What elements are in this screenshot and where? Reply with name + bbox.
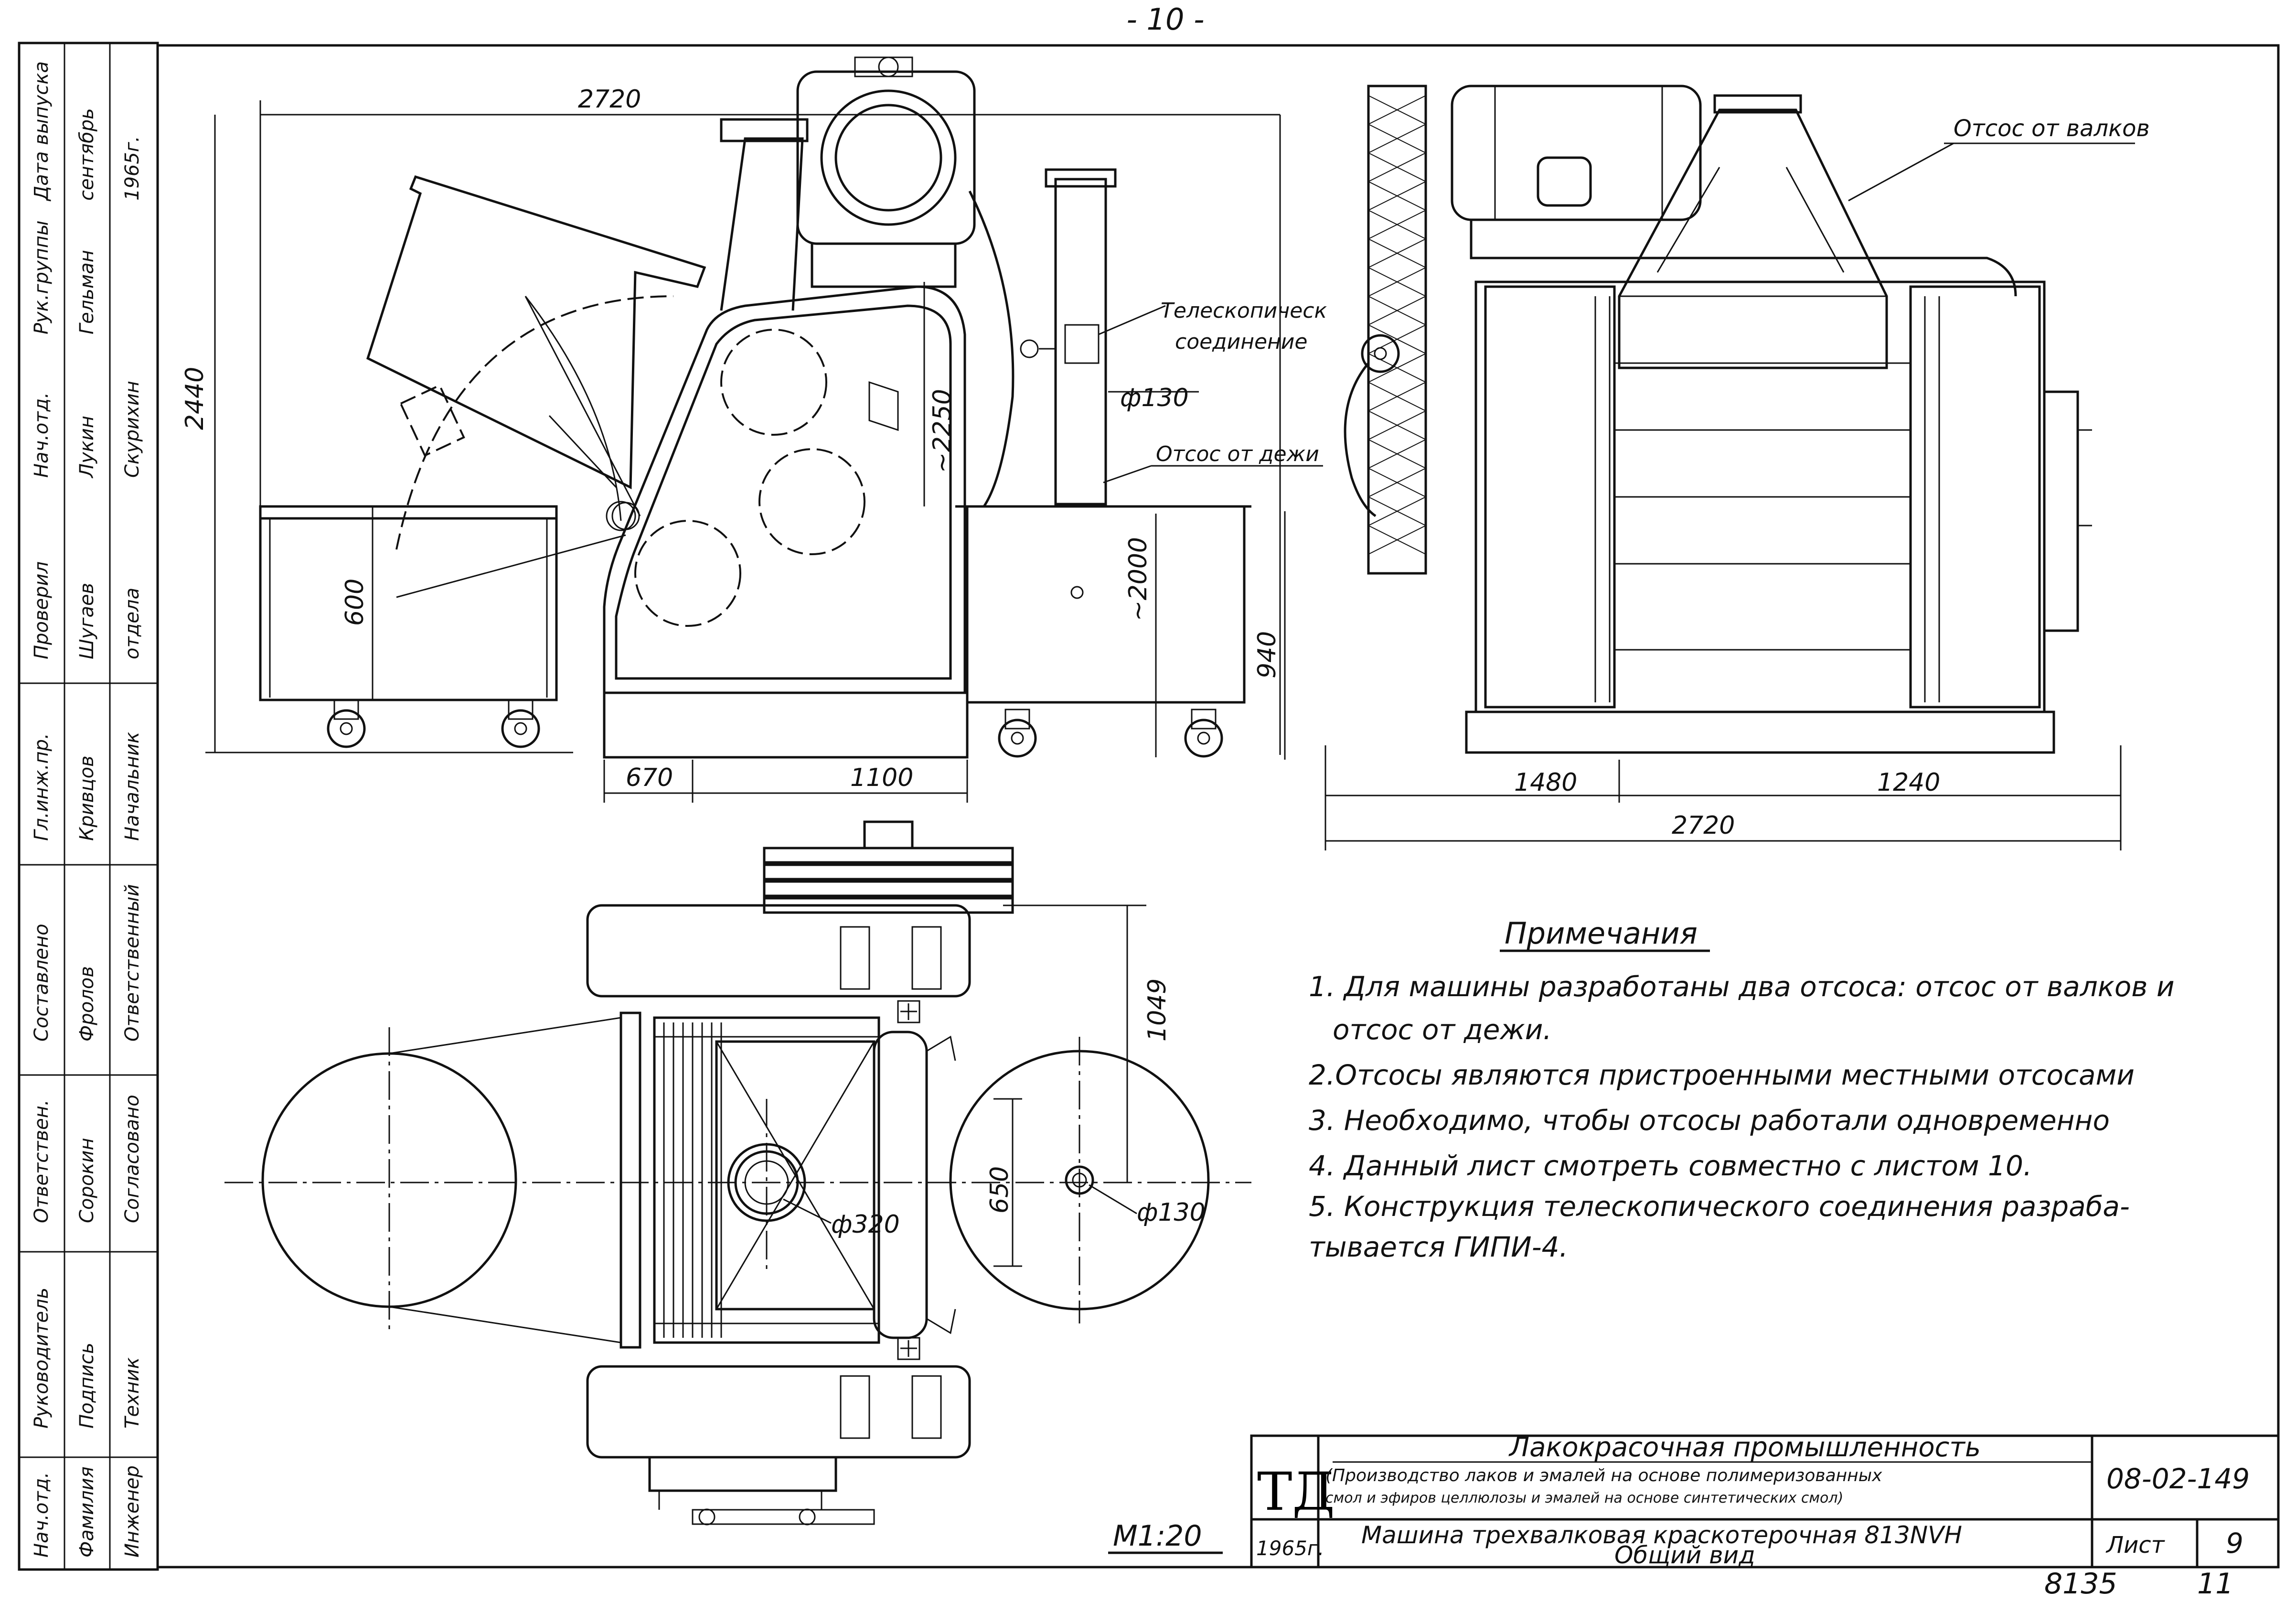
archive-number: 8135: [2044, 1567, 2117, 1601]
sidebar-cell: Нач.отд.: [31, 1472, 53, 1558]
sidebar-cell: Рук.группы: [31, 220, 53, 334]
dim-height: 2440: [181, 367, 209, 430]
label-telescopic-1: Телескопическ: [1161, 299, 1327, 323]
dim-hood-diameter: ф320: [831, 1210, 900, 1239]
sidebar-cell: Техник: [121, 1357, 143, 1429]
page-number: - 10 -: [1126, 2, 1204, 37]
dim-front-total: 2720: [1672, 811, 1735, 840]
note-line: 4. Данный лист смотреть совместно с лист…: [1309, 1150, 2032, 1182]
scale-label: М1:20: [1113, 1519, 1202, 1553]
note-line: отсос от дежи.: [1333, 1013, 1552, 1046]
sidebar-cell: Составлено: [31, 924, 53, 1042]
note-line: 3. Необходимо, чтобы отсосы работали одн…: [1309, 1104, 2110, 1137]
machine-base: [603, 691, 969, 759]
plus-marks: [897, 1000, 920, 1360]
sidebar-cell: Ответствен.: [31, 1099, 53, 1223]
sheet-number: 9: [2226, 1527, 2243, 1559]
sidebar-cell: Кривцов: [76, 755, 98, 841]
dim-overall-length: 2720: [578, 85, 641, 114]
sidebar-cell: отдела: [121, 588, 143, 659]
sidebar-cell: 1965г.: [121, 136, 143, 201]
sidebar-cell: Проверил: [31, 561, 53, 659]
roll: [758, 448, 865, 555]
title-line-3: смол и эфиров целлюлозы и эмалей на осно…: [1325, 1490, 1843, 1506]
sheet-label: Лист: [2105, 1532, 2166, 1559]
dim-pipe-diameter: ф130: [1120, 384, 1189, 412]
dim-tank-height: 600: [341, 579, 369, 626]
brick-wall: [1367, 85, 1427, 575]
vat-tank: [259, 505, 558, 701]
dim-plan-height: 1049: [1143, 978, 1172, 1042]
sidebar-cell: Шугаев: [76, 583, 98, 659]
note-line: тывается ГИПИ-4.: [1309, 1231, 1568, 1263]
sidebar-cell: Инженер: [121, 1465, 143, 1558]
drawing-title-1: Машина трехвалковая краскотерочная 813NV…: [1361, 1521, 1962, 1549]
dim-offset: 670: [626, 763, 673, 792]
dim-front-right: 1240: [1877, 768, 1940, 797]
dim-base-length: 1100: [850, 763, 913, 792]
rolls-hood-front: [1618, 108, 1888, 369]
sidebar-cell: Фамилия: [76, 1466, 98, 1558]
title-line-2: (Производство лаков и эмалей на основе п…: [1325, 1466, 1882, 1485]
sidebar-cell: Лукин: [76, 416, 98, 479]
dim-base-height: ~2000: [1124, 537, 1153, 621]
sidebar-cell: сентябрь: [76, 108, 98, 201]
dim-front-left: 1480: [1514, 768, 1577, 797]
notes-title: Примечания: [1505, 916, 1698, 951]
dim-plan-inner: 650: [985, 1166, 1014, 1214]
drawing-frame: [156, 44, 2280, 1569]
label-suction-vat: Отсос от дежи: [1156, 442, 1319, 466]
dim-floor-height: 940: [1253, 631, 1281, 678]
title-line-1: Лакокрасочная промышленность: [1508, 1432, 1981, 1463]
drawing-title-2: Общий вид: [1614, 1541, 1755, 1569]
sidebar-cell: Гл.инж.пр.: [31, 733, 53, 841]
plan-view: 1049 650 ф320 ф130 М1:20: [224, 820, 1251, 1554]
rolls-hood: [720, 137, 804, 311]
label-suction-rolls: Отсос от валков: [1954, 115, 2150, 142]
label-telescopic-2: соединение: [1175, 330, 1307, 354]
sidebar-cell: Руководитель: [31, 1288, 53, 1429]
title-year: 1965г.: [1256, 1537, 1324, 1560]
sidebar-cell: Начальник: [121, 732, 143, 841]
roll: [634, 520, 741, 627]
sidebar-cell: Фролов: [76, 966, 98, 1042]
sidebar-stamp: Нач.отд. Руководитель Ответствен. Состав…: [18, 42, 159, 1571]
notes: Примечания 1. Для машины разработаны два…: [1309, 916, 2175, 1263]
note-line: 2.Отсосы являются пристроенными местными…: [1309, 1059, 2135, 1091]
note-line: 5. Конструкция телескопического соединен…: [1309, 1190, 2130, 1223]
motor: [796, 70, 976, 245]
tilted-vat: [366, 175, 706, 489]
telescopic-pipe: [1054, 178, 1107, 505]
sidebar-cell: Подпись: [76, 1343, 98, 1429]
sidebar-cell: Дата выпуска: [31, 61, 53, 202]
wheels: [327, 699, 1223, 758]
dim-plan-pipe-diameter: ф130: [1137, 1198, 1206, 1227]
sidebar-cell: Согласовано: [121, 1095, 143, 1223]
sidebar-cell: Нач.отд.: [31, 392, 53, 478]
archive-sheet: 11: [2197, 1567, 2233, 1601]
pulley: [763, 820, 1014, 914]
roll-body: [653, 1016, 880, 1344]
note-line: 1. Для машины разработаны два отсоса: от…: [1309, 970, 2175, 1003]
dim-pipe-length: ~2250: [928, 389, 957, 473]
sidebar-cell: Ответственный: [121, 884, 143, 1042]
side-view: 2720 2440 600: [181, 56, 1327, 803]
logo-td: ТД: [1257, 1461, 1335, 1522]
sidebar-cell: Скурихин: [121, 381, 143, 478]
front-view: Отсос от валков 1480 1240 2720: [1324, 85, 2150, 850]
drawing-code: 08-02-149: [2106, 1462, 2250, 1495]
title-block: ТД 1965г. Лакокрасочная промышленность (…: [1250, 1432, 2280, 1601]
roll: [720, 329, 827, 436]
machine-body: [603, 285, 966, 694]
sidebar-cell: Сорокин: [76, 1138, 98, 1223]
sidebar-cell: Гельман: [76, 250, 98, 334]
